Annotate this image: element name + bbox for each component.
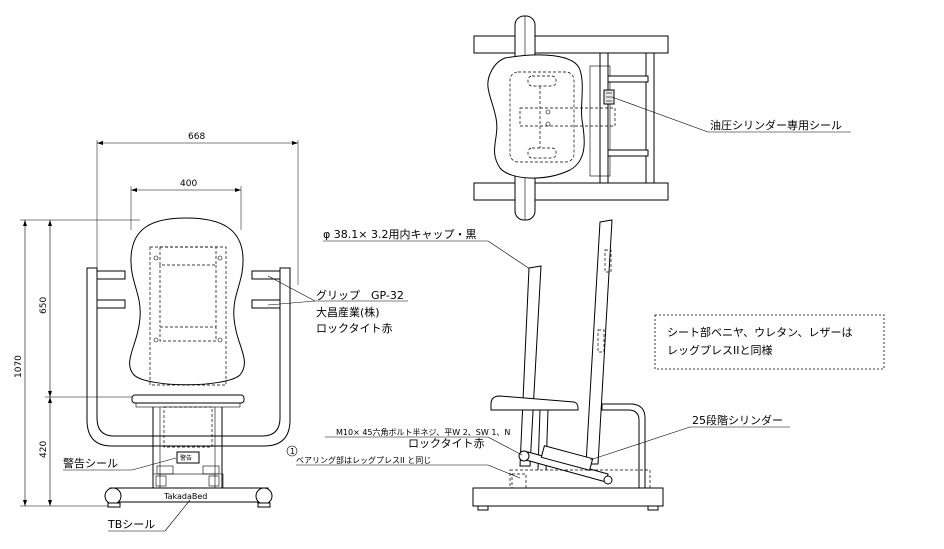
warning-plate-text: 警告 [180, 454, 192, 462]
cylinder-body [540, 445, 594, 471]
grip-maker-label: 大昌産業(株) [316, 305, 380, 319]
brand-plate-label: TakadaBed [163, 492, 207, 501]
warning-seal-label: 警告シール [63, 456, 118, 470]
bearing-mark: 1 [290, 447, 295, 456]
note-box: シート部ベニヤ、ウレタン、レザーは レッグプレスIIと同様 [654, 314, 885, 370]
cylinder-25-label: 25段階シリンダー [692, 413, 783, 427]
warning-plate [176, 451, 200, 464]
grip-label: グリップ GP-32 [316, 288, 404, 302]
bolt-locktite-label: ロックタイト赤 [408, 437, 485, 450]
dimension-668: 668 [188, 132, 205, 142]
hydraulic-seal-label: 油圧シリンダー専用シール [710, 118, 842, 132]
front-view: 668 400 1070 650 420 [14, 132, 408, 532]
side-view: φ 38.1× 3.2用内キャップ・黒 M10× 45六角ボルト半ネジ、平W 2… [286, 219, 790, 511]
note-line-2: レッグプレスIIと同様 [667, 343, 773, 357]
dimension-650: 650 [39, 297, 49, 314]
dimension-420: 420 [39, 441, 49, 458]
bolt-spec-label: M10× 45六角ボルト半ネジ、平W 2、SW 1、N [336, 427, 510, 437]
cap-label: φ 38.1× 3.2用内キャップ・黒 [323, 227, 476, 241]
note-line-1: シート部ベニヤ、ウレタン、レザーは [667, 325, 852, 339]
grip-locktite-label: ロックタイト赤 [316, 322, 393, 335]
dimension-1070: 1070 [14, 355, 24, 378]
bearing-note-label: ベアリング部はレッグプレスII と同じ [296, 455, 431, 465]
tb-seal-label: TBシール [107, 518, 155, 531]
top-view: 油圧シリンダー専用シール [473, 15, 851, 221]
dimension-400: 400 [180, 179, 197, 189]
